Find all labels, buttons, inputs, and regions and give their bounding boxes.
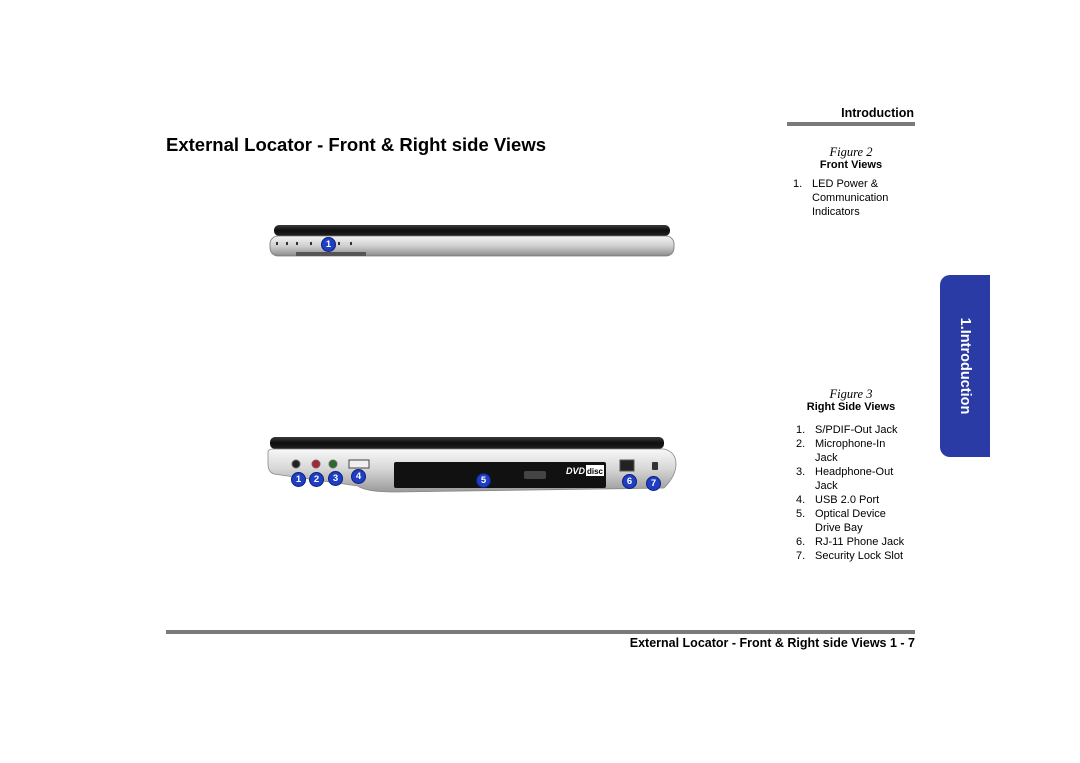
figure-2-legend: 1. LED Power & Communication Indicators	[793, 177, 905, 219]
callout-badge: 3	[328, 471, 343, 486]
footer-text: External Locator - Front & Right side Vi…	[629, 636, 915, 650]
legend-item-number: 7.	[796, 550, 806, 562]
callout-badge: 1	[291, 472, 306, 487]
page-title: External Locator - Front & Right side Vi…	[166, 134, 546, 155]
legend-item: 3. Headphone-Out Jack	[796, 465, 908, 493]
chapter-side-tab: 1.Introduction	[940, 275, 990, 457]
legend-item-number: 5.	[796, 508, 806, 520]
callout-badge: 1	[321, 237, 336, 252]
footer-rule	[166, 630, 915, 634]
callout-badge: 6	[622, 474, 637, 489]
legend-item: 6. RJ-11 Phone Jack	[796, 535, 908, 549]
legend-item-number: 1.	[793, 178, 803, 190]
legend-item-text: Security Lock Slot	[815, 550, 904, 562]
legend-item: 7. Security Lock Slot	[796, 549, 908, 563]
legend-item-number: 2.	[796, 438, 806, 450]
legend-item-number: 6.	[796, 536, 806, 548]
figure-2-title: Front Views	[819, 159, 883, 171]
laptop-right-side-view-image: DVD disc	[267, 437, 677, 493]
legend-item: 4. USB 2.0 Port	[796, 493, 908, 507]
figure-3-legend: 1. S/PDIF-Out Jack 2. Microphone-In Jack 3…	[796, 423, 908, 563]
callout-badge: 4	[351, 469, 366, 484]
legend-item-text: LED Power & Communication Indicators	[812, 178, 889, 218]
callout-badge: 7	[646, 476, 661, 491]
section-label: Introduction	[841, 106, 914, 120]
figure-2-number: Figure 2	[829, 145, 873, 159]
legend-item-text: Microphone-In Jack	[815, 438, 886, 464]
legend-item: 1. S/PDIF-Out Jack	[796, 423, 908, 437]
figure-3-title: Right Side Views	[806, 401, 896, 413]
callout-badge: 2	[309, 472, 324, 487]
legend-item-number: 4.	[796, 494, 806, 506]
legend-item-number: 1.	[796, 424, 806, 436]
legend-item-text: Optical Device Drive Bay	[815, 508, 886, 534]
legend-item: 2. Microphone-In Jack	[796, 437, 908, 465]
legend-item-text: USB 2.0 Port	[815, 494, 880, 506]
disc-logo: disc	[587, 467, 604, 476]
callout-badge: 5	[476, 473, 491, 488]
legend-item-text: S/PDIF-Out Jack	[815, 424, 898, 436]
laptop-front-view-image	[269, 225, 675, 257]
header-rule	[787, 122, 915, 126]
dvd-logo: DVD	[566, 466, 586, 476]
figure-3-number: Figure 3	[829, 387, 873, 401]
chapter-side-tab-label: 1.Introduction	[957, 317, 973, 415]
legend-item-number: 3.	[796, 466, 806, 478]
legend-item-text: RJ-11 Phone Jack	[815, 536, 905, 548]
legend-item-text: Headphone-Out Jack	[815, 466, 894, 492]
legend-item: 5. Optical Device Drive Bay	[796, 507, 908, 535]
legend-item: 1. LED Power & Communication Indicators	[793, 177, 905, 219]
